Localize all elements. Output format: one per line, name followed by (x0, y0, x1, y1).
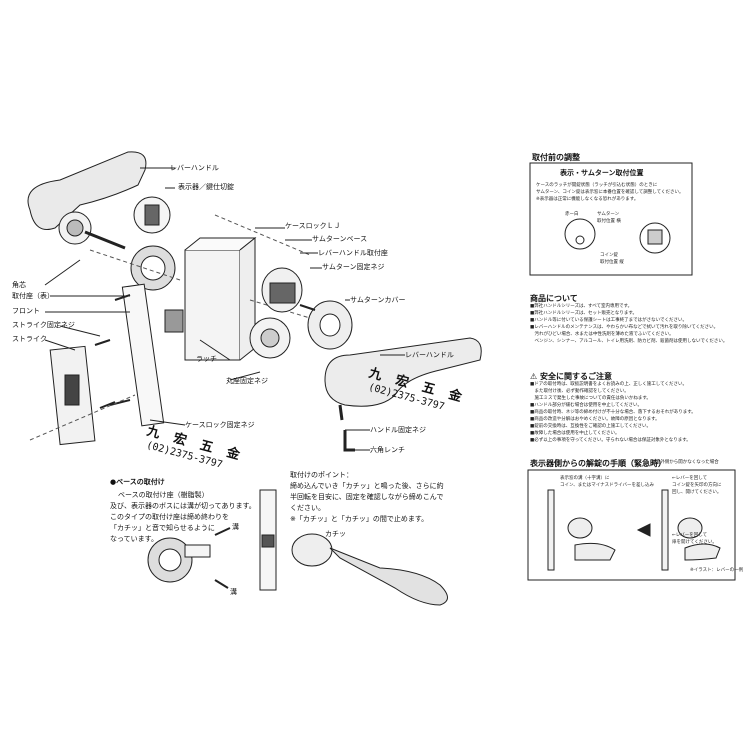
base-mount-title: ●ベースの取付け (110, 478, 165, 486)
safety-line-9: ■必ず以上の事項を守ってください。守られない場合は保証対象外となります。 (530, 438, 691, 443)
product-line-1: ■弊社ハンドルシリーズは、すべて室内専用です。 (530, 304, 633, 309)
screwdriver (329, 547, 448, 606)
adjust-thumbturn: サムターン (597, 212, 620, 217)
emergency-title-sub: ※室外側から開かなくなった場合 (652, 460, 719, 465)
emergency-right-caption2-1: ←レバーを回して (672, 533, 708, 538)
label-round-seat-screw: 丸座固定ネジ (226, 377, 268, 385)
label-mount-plate-front: 取付座（表） (12, 292, 54, 300)
square-core (84, 230, 126, 250)
base-mount-line-2: 及び、表示器のボスには溝が切ってあります。 (110, 502, 256, 510)
label-front: フロント (12, 307, 40, 315)
label-groove-1: 溝 (232, 523, 239, 531)
safety-title: ⚠ 安全に関するご注意 (530, 371, 612, 382)
safety-line-7: ■錠前の交換時は、互換性をご確認の上施工してください。 (530, 424, 651, 429)
adjust-box-title: 表示・サムターン取付位置 (560, 169, 644, 177)
point-line-3: ください。 (290, 504, 325, 512)
label-strike: ストライク (12, 335, 47, 343)
label-case-lock-screw: ケースロック固定ネジ (185, 421, 255, 429)
adjust-position-2: 取付位置 縦 (600, 260, 624, 265)
hex-wrench (343, 430, 355, 452)
emergency-footer: ※イラスト：レバーの一例 (690, 568, 744, 573)
warning-icon: ⚠ (530, 372, 540, 381)
label-groove-2: 溝 (230, 588, 237, 596)
adjust-desc-3: ※表示器は正常に機能しなくなる恐れがあります。 (536, 197, 639, 202)
safety-line-6: ■商品の改造や分解はおやめください。故障の原因となります。 (530, 417, 660, 422)
base-mount-line-4: 「カチッ」と音で知らせるように (110, 524, 215, 532)
emergency-left-caption-2: コイン、またはマイナスドライバーを差し込み (560, 483, 655, 488)
adjust-title: 取付前の調整 (532, 153, 580, 162)
emergency-right-caption-3: 回し、開けてください。 (672, 490, 722, 495)
safety-line-5: ■商品の取付時、ネジ等の締め付けが不十分な場合、落下するおそれがあります。 (530, 410, 696, 415)
base-mount-line-3: このタイプの取付け座は締め終わりを (110, 513, 229, 521)
label-thumbturn-base: サムターンベース (312, 235, 368, 243)
label-lever-handle-top: レバーハンドル (170, 164, 219, 172)
emergency-left-caption-1: 表示窓の溝（十字溝）に (560, 476, 610, 481)
adjust-desc-2: サムターン、コイン錠は表示窓に本番位置を確認して調整してください。 (536, 190, 684, 195)
safety-title-text: 安全に関するご注意 (539, 372, 612, 381)
product-line-3: ■ハンドル等に付いている保護シートは工事終了まではがさないでください。 (530, 318, 687, 323)
adjust-position: 取付位置 横 (597, 219, 621, 224)
emergency-title: 表示器側からの解錠の手順（緊急時） (530, 459, 666, 468)
case-lock-body (184, 249, 241, 361)
base-mount-line-5: なっています。 (110, 535, 158, 543)
label-handle-screw: ハンドル固定ネジ (370, 426, 426, 434)
product-line-4: ■レバーハンドルのメンテナンスは、やわらかい布などで拭いて汚れを取り除いてくださ… (530, 325, 719, 330)
safety-line-3: 施工ミスで発生した事故についての責任は負いかねます。 (530, 396, 651, 401)
label-lever-handle-right: レバーハンドル (405, 351, 454, 359)
label-strike-screw: ストライク固定ネジ (12, 321, 75, 329)
safety-line-8: ■故障した場合は使用を中止してください。 (530, 431, 620, 436)
product-title: 商品について (530, 294, 578, 303)
label-case-lock: ケースロックＬＪ (285, 222, 341, 230)
product-line-2: ■弊社ハンドルシリーズは、セット販売となります。 (530, 311, 637, 316)
point-line-2: 半回転を目安に、固定を確認しながら締めこんで (290, 493, 444, 501)
center-rose (291, 533, 333, 567)
label-square-core: 角芯 (12, 281, 26, 289)
label-hex-wrench: 六角レンチ (370, 446, 405, 454)
emergency-right-caption-1: ←レバーを回して (672, 476, 708, 481)
emergency-right-caption2-2: 扉を開けてください。 (672, 540, 717, 545)
safety-line-1: ■ドアの取付時は、取扱説明書をよくお読みの上、正しく施工してください。 (530, 382, 687, 387)
lever-handle-top (27, 151, 147, 230)
label-thumbturn-screw: サムターン固定ネジ (322, 263, 385, 271)
label-indicator-plate: 表示器／鍵仕切錠 (178, 183, 234, 191)
label-latch: ラッチ (196, 355, 217, 363)
label-click: カチッ (325, 530, 346, 538)
product-line-5: 汚れがひどい場合、水または中性洗剤を薄めた液でふいてください。 (530, 332, 674, 337)
product-line-6: ベンジン、シンナー、アルコール、トイレ用洗剤、防カビ剤、殺菌剤は使用しないでくだ… (530, 339, 728, 344)
point-line-4: ※「カチッ」と「カチッ」の間で止めます。 (290, 515, 429, 523)
adjust-red-white: 赤ー白 (565, 212, 579, 217)
label-lever-handle-mount: レバーハンドル取付座 (318, 249, 388, 257)
point-title: 取付けのポイント： (290, 471, 353, 479)
front-plate (121, 283, 165, 427)
base-mount-line-1: ベースの取付け座（樹脂製） (118, 491, 209, 499)
emergency-right-caption-2: コイン錠を矢印の方向に (672, 483, 722, 488)
safety-line-2: また取付け後、必ず動作確認をしてください。 (530, 389, 629, 394)
adjust-desc-1: ケースのラッチが開錠状態（ラッチが引込む状態）のときに (536, 183, 658, 188)
safety-line-4: ■ハンドル部分が緩む場合は使用を中止してください。 (530, 403, 642, 408)
adjust-coin-lock: コイン錠 (600, 253, 618, 258)
lever-handle-right (324, 337, 482, 407)
point-line-1: 締め込んでいき「カチッ」と鳴った後、さらに約 (290, 482, 444, 490)
label-thumbturn-cover: サムターンカバー (350, 296, 406, 304)
